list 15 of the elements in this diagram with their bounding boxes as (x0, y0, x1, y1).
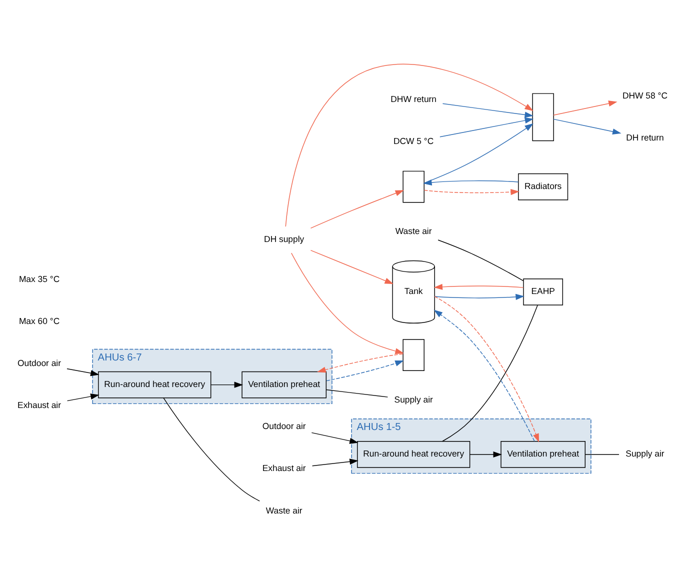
label: Max 60 °C (18, 316, 60, 326)
node-text: Exhaust air (18, 400, 62, 410)
node-text: Waste air (395, 226, 432, 236)
node-text: Supply air (394, 394, 433, 404)
node-text: DHW return (390, 94, 437, 104)
label: Max 35 °C (18, 274, 60, 284)
node-text: DH supply (264, 234, 304, 244)
node-text: DCW 5 °C (394, 136, 434, 146)
node-text: Supply air (626, 448, 664, 459)
node-text: DH return (626, 132, 664, 142)
node-text: Outdoor air (262, 421, 306, 432)
node-text: Outdoor air (18, 358, 62, 368)
node-text: Exhaust air (262, 463, 306, 474)
node-text: DHW 58 °C (622, 90, 668, 100)
node-text: Waste air (266, 505, 302, 516)
